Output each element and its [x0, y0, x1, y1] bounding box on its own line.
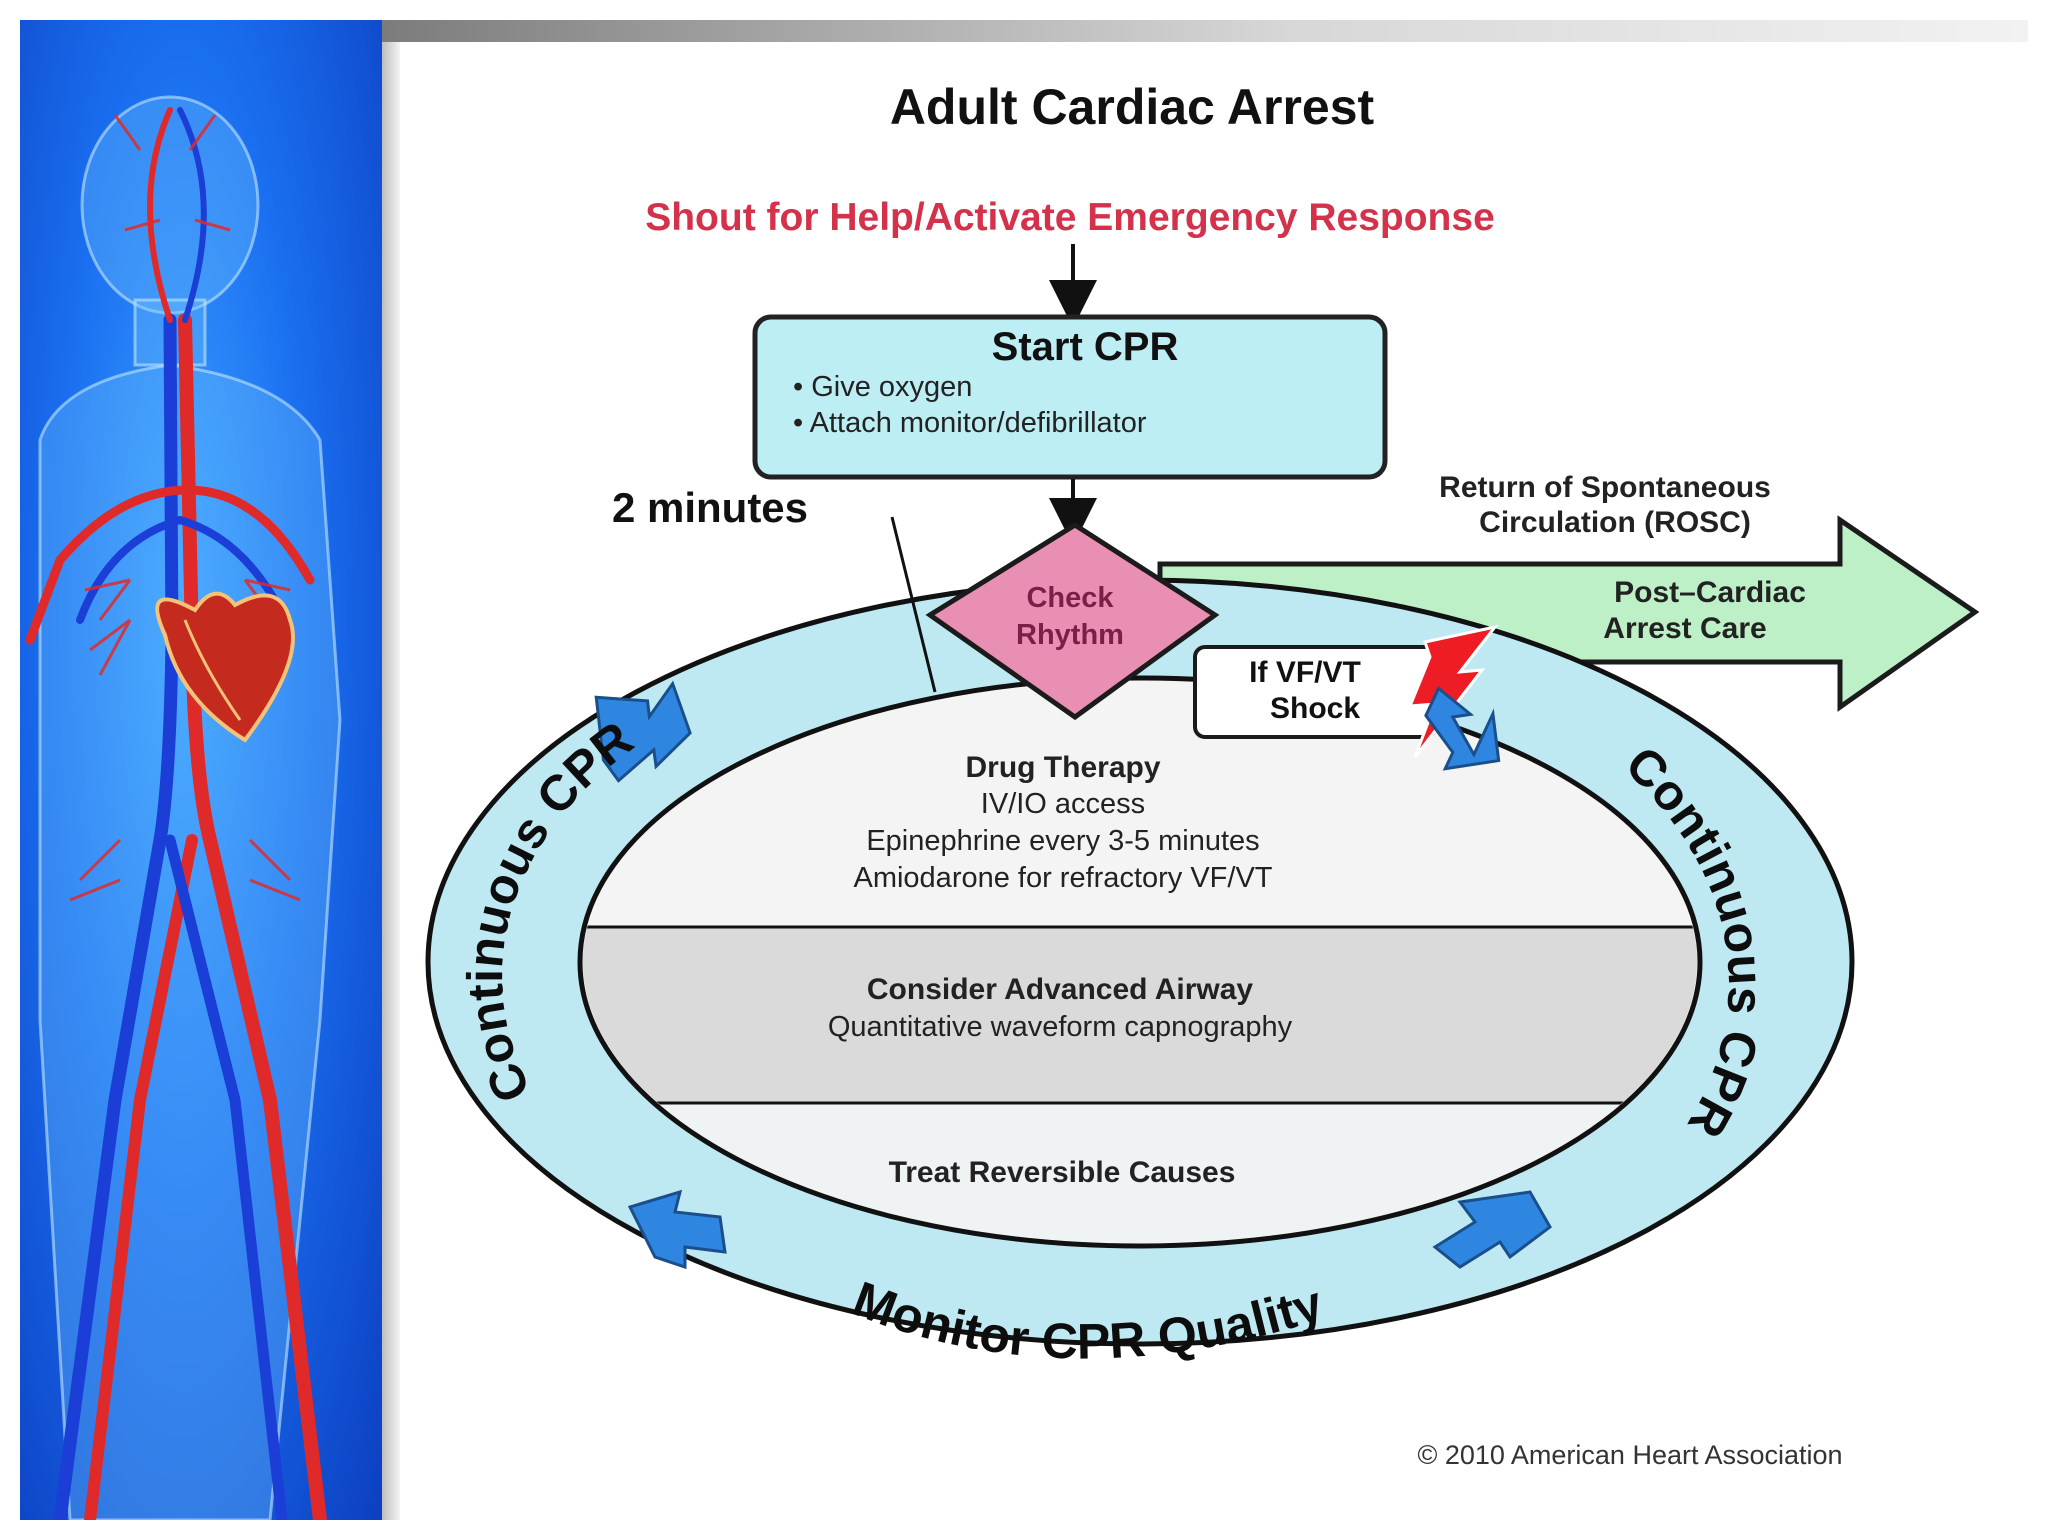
check-rhythm-diamond: Check Rhythm [925, 522, 1220, 721]
post-care-line-2: Arrest Care [1603, 612, 1766, 645]
emergency-alert-text: Shout for Help/Activate Emergency Respon… [645, 196, 1495, 239]
arrow-left-bottom-icon [627, 1189, 727, 1270]
heart-graphic [155, 591, 295, 743]
arrow-left-top-icon [594, 680, 692, 783]
check-rhythm-line-1: Check [1026, 582, 1114, 614]
airway-heading: Consider Advanced Airway [867, 973, 1254, 1006]
top-gradient-band [382, 20, 2028, 42]
arrow-right-bottom-icon [1432, 1190, 1552, 1269]
start-cpr-box: Start CPR • Give oxygen • Attach monitor… [752, 314, 1388, 480]
drug-therapy-heading: Drug Therapy [965, 751, 1160, 784]
shock-box: If VF/VT Shock [1193, 645, 1437, 739]
check-rhythm-line-2: Rhythm [1016, 619, 1124, 651]
airway-line: Quantitative waveform capnography [828, 1011, 1293, 1043]
rosc-line-1: Return of Spontaneous [1439, 471, 1771, 504]
drug-therapy-line-2: Epinephrine every 3-5 minutes [866, 825, 1259, 857]
reversible-causes: Treat Reversible Causes [889, 1156, 1236, 1189]
shock-condition: If VF/VT [1249, 656, 1361, 689]
shock-action: Shock [1270, 692, 1360, 725]
copyright-text: © 2010 American Heart Association [1417, 1440, 1842, 1470]
start-cpr-bullet-2: • Attach monitor/defibrillator [793, 407, 1147, 439]
diagram-title: Adult Cardiac Arrest [890, 79, 1375, 135]
two-minutes-label: 2 minutes [612, 484, 808, 531]
start-cpr-bullet-1: • Give oxygen [793, 371, 972, 403]
drug-therapy-line-3: Amiodarone for refractory VF/VT [853, 862, 1272, 894]
edge-gradient-band [382, 42, 400, 1520]
airway-band [583, 927, 1697, 1103]
two-minutes-pointer [890, 516, 937, 693]
anatomy-image [20, 20, 382, 1520]
rosc-line-2: Circulation (ROSC) [1479, 506, 1751, 539]
anatomy-illustration [25, 95, 342, 1520]
arrow-right-top-icon [1424, 685, 1501, 771]
post-care-line-1: Post–Cardiac [1614, 576, 1806, 609]
drug-therapy-line-1: IV/IO access [981, 788, 1145, 820]
start-cpr-heading: Start CPR [992, 325, 1179, 369]
cardiac-arrest-algorithm: Adult Cardiac Arrest Shout for Help/Acti… [400, 42, 2028, 1520]
